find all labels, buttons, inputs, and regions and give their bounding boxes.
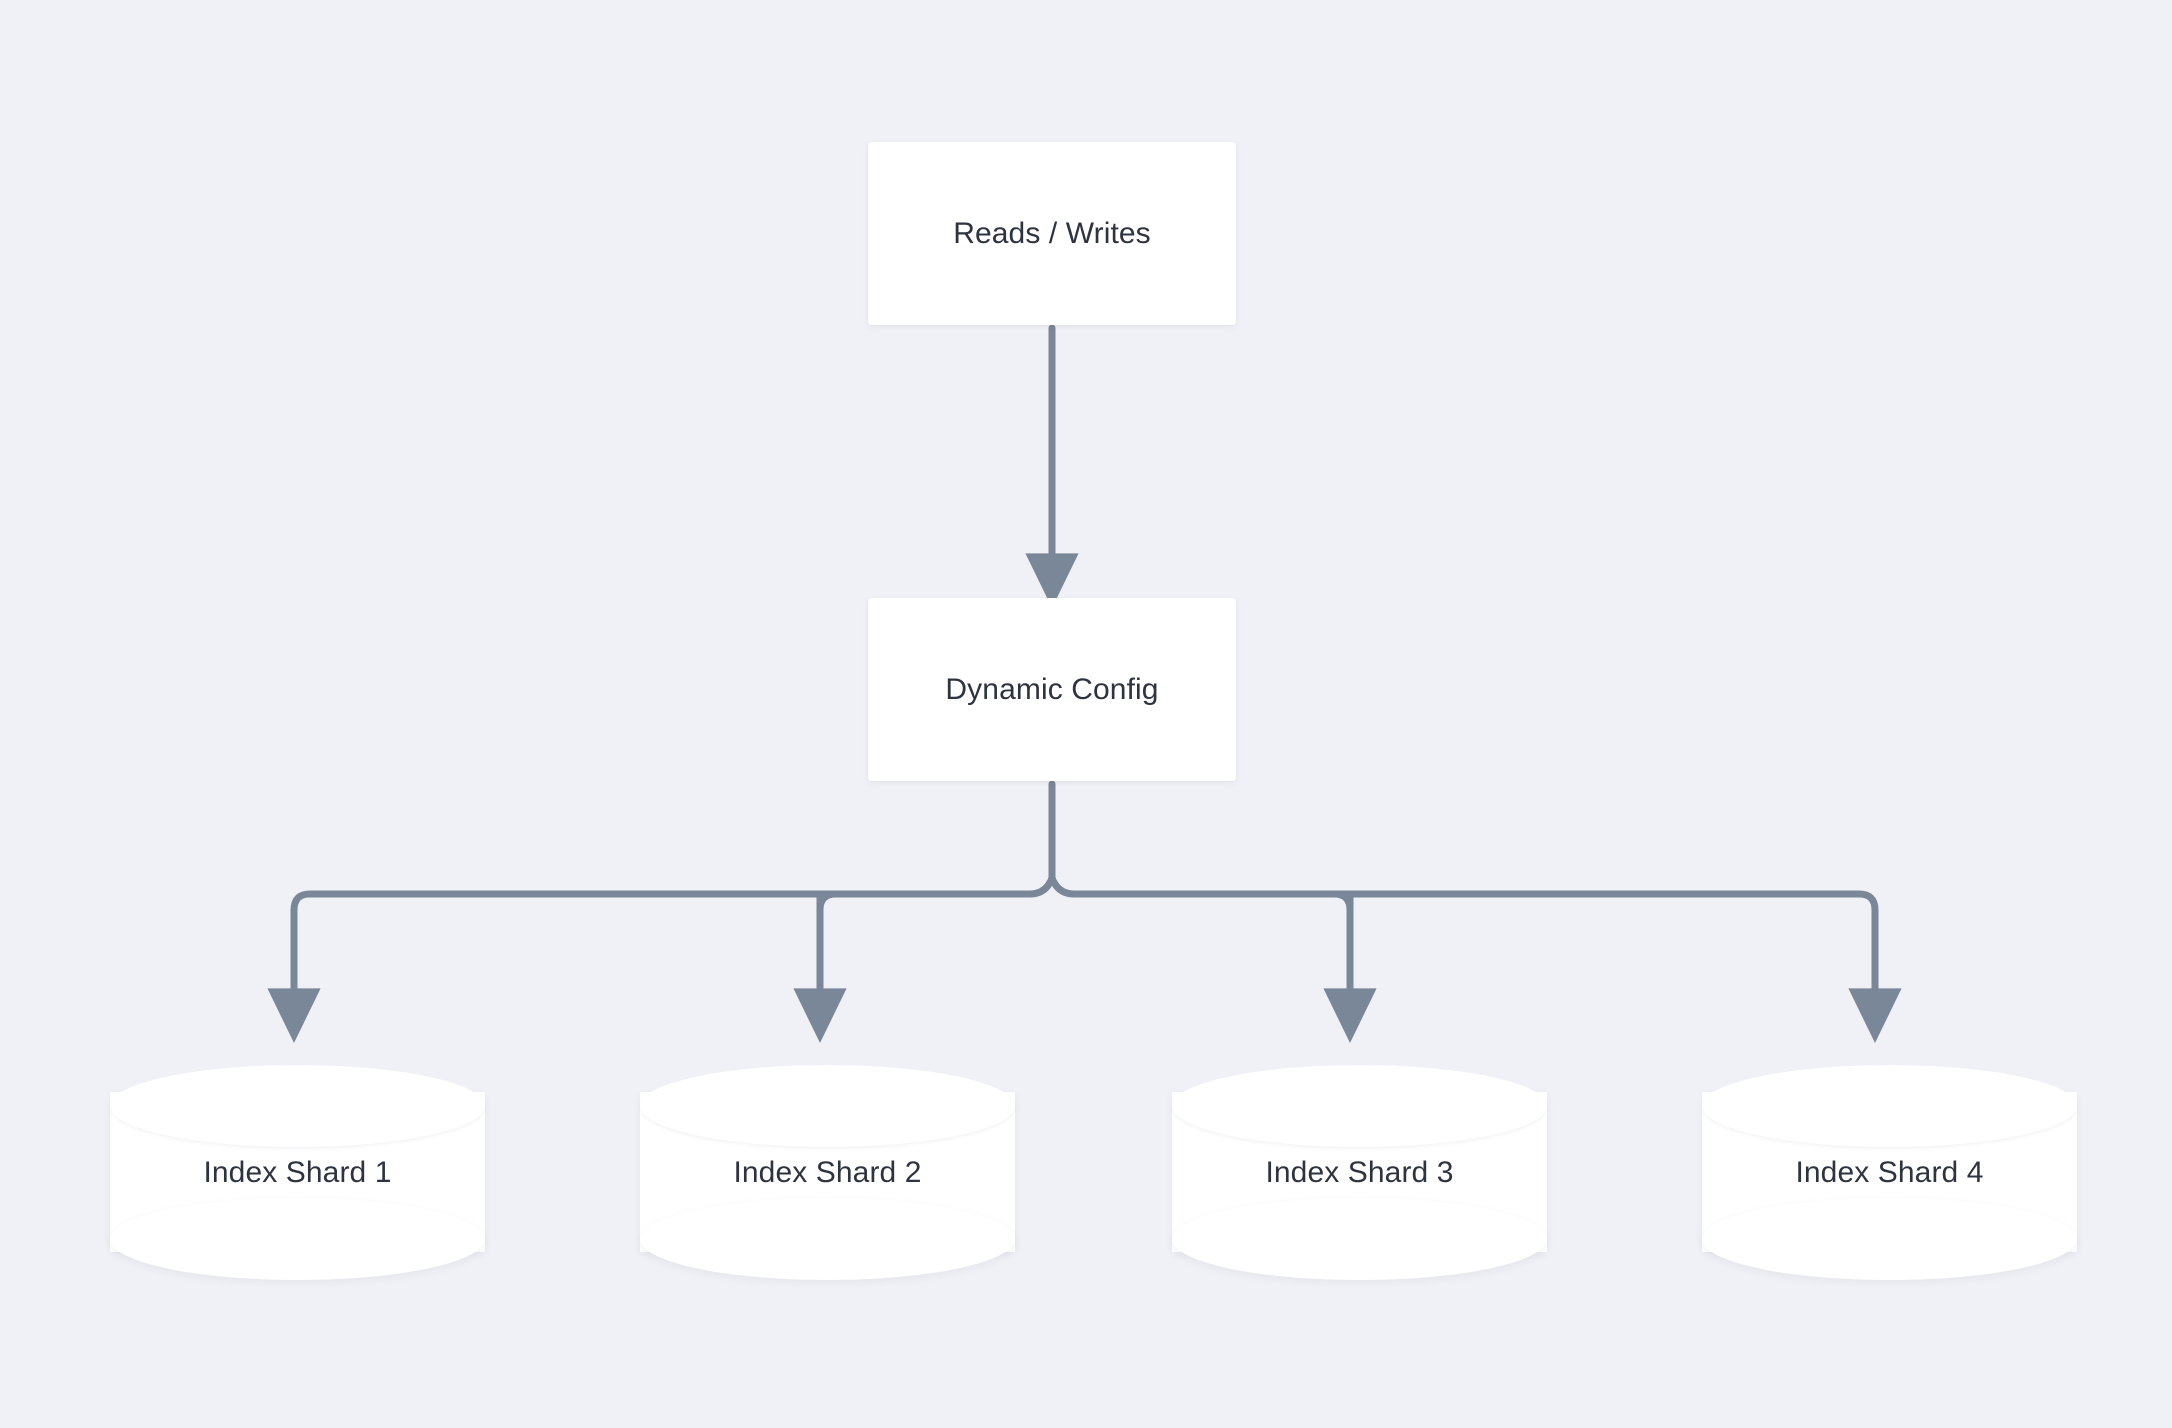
cylinder-top-cap bbox=[640, 1065, 1015, 1147]
cylinder-top-cap bbox=[1172, 1065, 1547, 1147]
node-dynamic-config[interactable]: Dynamic Config bbox=[868, 598, 1236, 781]
node-index-shard-4-label: Index Shard 4 bbox=[1795, 1155, 1984, 1189]
node-index-shard-1[interactable]: Index Shard 1 bbox=[110, 1065, 485, 1280]
node-index-shard-1-label: Index Shard 1 bbox=[203, 1155, 392, 1189]
node-reads-writes-label: Reads / Writes bbox=[953, 216, 1151, 250]
node-index-shard-2-label: Index Shard 2 bbox=[733, 1155, 922, 1189]
node-index-shard-4[interactable]: Index Shard 4 bbox=[1702, 1065, 2077, 1280]
cylinder-top-cap bbox=[110, 1065, 485, 1147]
node-dynamic-config-label: Dynamic Config bbox=[945, 672, 1159, 706]
edge-corner-shard-3 bbox=[1330, 890, 1354, 914]
cylinder-bottom-cap bbox=[110, 1198, 485, 1280]
cylinder-bottom-cap bbox=[640, 1198, 1015, 1280]
node-index-shard-3-label: Index Shard 3 bbox=[1265, 1155, 1454, 1189]
node-reads-writes[interactable]: Reads / Writes bbox=[868, 142, 1236, 325]
edge-bus-left bbox=[267, 874, 1056, 1044]
edge-corner-shard-2 bbox=[816, 890, 840, 914]
node-index-shard-3[interactable]: Index Shard 3 bbox=[1172, 1065, 1547, 1280]
edge-bus-right bbox=[1048, 874, 1902, 1044]
cylinder-bottom-cap bbox=[1702, 1198, 2077, 1280]
cylinder-bottom-cap bbox=[1172, 1198, 1547, 1280]
cylinder-top-cap bbox=[1702, 1065, 2077, 1147]
node-index-shard-2[interactable]: Index Shard 2 bbox=[640, 1065, 1015, 1280]
